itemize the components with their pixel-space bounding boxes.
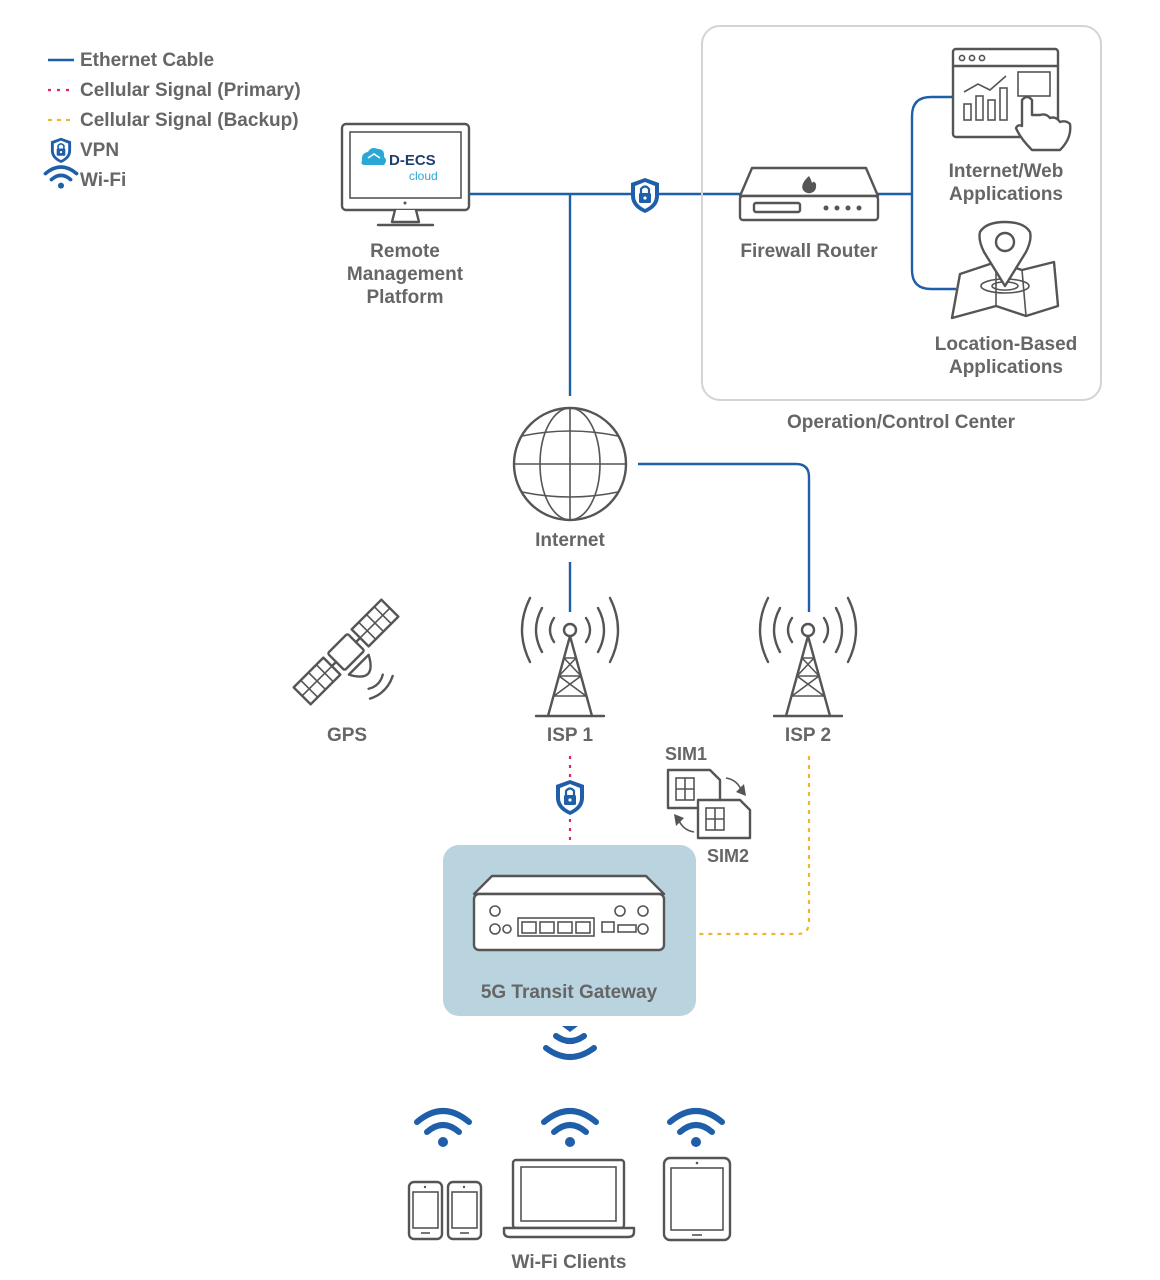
remote-management-node: D-ECS cloud Remote Management Platform bbox=[340, 122, 471, 308]
swap-arrows-icon bbox=[674, 777, 746, 833]
gateway-label: 5G Transit Gateway bbox=[481, 982, 658, 1003]
location-app-label-line1: Location-Based bbox=[935, 334, 1078, 355]
wifi-clients-label: Wi-Fi Clients bbox=[512, 1252, 627, 1273]
satellite-icon bbox=[292, 598, 400, 706]
location-map-icon bbox=[950, 220, 1060, 320]
control-center-frame bbox=[701, 25, 1102, 401]
legend-cellular-primary-label: Cellular Signal (Primary) bbox=[80, 80, 301, 101]
sim-card-icon bbox=[696, 798, 752, 840]
wifi-icon bbox=[670, 1111, 722, 1147]
gps-label: GPS bbox=[327, 725, 367, 746]
internet-label: Internet bbox=[535, 530, 605, 551]
control-center-label: Operation/Control Center bbox=[787, 412, 1016, 433]
wifi-icon bbox=[417, 1111, 469, 1147]
monitor-logo-brand: D-ECS bbox=[389, 152, 436, 169]
vpn-shield-icon bbox=[554, 778, 586, 817]
control-center-group: Operation/Control Center Firewall Router bbox=[701, 25, 1102, 433]
firewall-router-icon bbox=[738, 166, 880, 222]
sim-card-icon bbox=[666, 768, 722, 810]
isp1-node: ISP 1 bbox=[520, 596, 620, 746]
web-app-label-line2: Applications bbox=[949, 184, 1063, 205]
location-app-label-line2: Applications bbox=[949, 357, 1063, 378]
gateway-node: 5G Transit Gateway bbox=[443, 845, 696, 1016]
legend-cellular-backup-label: Cellular Signal (Backup) bbox=[80, 110, 299, 131]
remote-mgmt-label-line1: Remote bbox=[370, 241, 440, 262]
legend-ethernet-label: Ethernet Cable bbox=[80, 50, 214, 71]
vpn-shield-icon bbox=[50, 136, 72, 164]
monitor-icon: D-ECS cloud bbox=[340, 122, 471, 227]
wifi-icon bbox=[544, 1111, 596, 1147]
legend-vpn-label: VPN bbox=[80, 140, 119, 161]
cell-tower-icon bbox=[758, 596, 858, 718]
vpn-shield-icon bbox=[629, 176, 661, 215]
isp2-label: ISP 2 bbox=[785, 725, 831, 746]
sim1-label: SIM1 bbox=[665, 744, 707, 764]
wifi-broadcast-icon bbox=[543, 1026, 597, 1060]
isp1-label: ISP 1 bbox=[547, 725, 594, 746]
ethernet-link-firewall-apps bbox=[878, 95, 956, 291]
monitor-logo-sub: cloud bbox=[409, 169, 438, 183]
remote-mgmt-label-line2: Management bbox=[347, 264, 464, 285]
internet-node: Internet bbox=[512, 406, 628, 551]
gateway-device-icon bbox=[472, 874, 666, 952]
legend: Ethernet Cable Cellular Signal (Primary)… bbox=[43, 50, 301, 191]
phone-icon bbox=[446, 1180, 483, 1241]
web-app-icon bbox=[951, 47, 1072, 152]
phone-icon bbox=[407, 1180, 444, 1241]
sim2-label: SIM2 bbox=[707, 846, 749, 866]
tablet-icon bbox=[662, 1156, 732, 1242]
web-app-label-line1: Internet/Web bbox=[949, 161, 1064, 182]
ethernet-link-internet-isp2 bbox=[638, 462, 811, 612]
remote-mgmt-label-line3: Platform bbox=[366, 287, 443, 308]
cell-tower-icon bbox=[520, 596, 620, 718]
connections bbox=[470, 95, 956, 936]
wifi-clients-group: Wi-Fi Clients bbox=[407, 1111, 732, 1273]
sim-switch-group: SIM1 SIM2 bbox=[665, 744, 752, 866]
legend-wifi-label: Wi-Fi bbox=[80, 170, 126, 191]
globe-icon bbox=[512, 406, 628, 522]
wifi-icon bbox=[43, 165, 79, 191]
gps-node: GPS bbox=[292, 598, 400, 746]
firewall-router-label: Firewall Router bbox=[740, 241, 878, 262]
laptop-icon bbox=[502, 1158, 636, 1239]
cloud-logo-icon bbox=[361, 148, 386, 165]
isp2-node: ISP 2 bbox=[758, 596, 858, 746]
